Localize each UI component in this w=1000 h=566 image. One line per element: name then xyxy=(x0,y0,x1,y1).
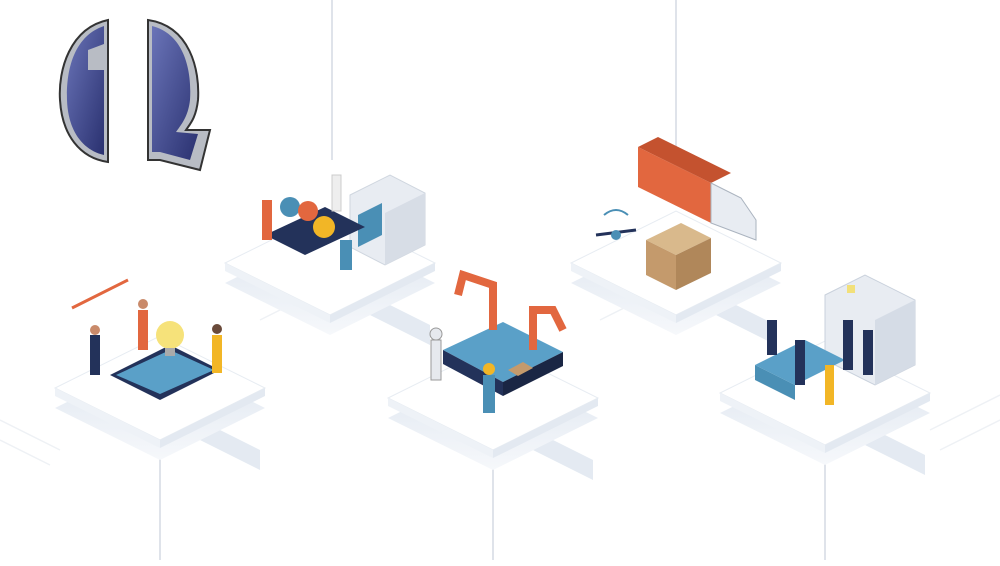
gear-icon xyxy=(313,216,335,238)
gear-icon xyxy=(280,197,300,217)
scene-design-engineering xyxy=(224,174,436,346)
drone-icon xyxy=(595,228,637,240)
robot-arm xyxy=(454,269,497,330)
iq-logo xyxy=(58,18,212,172)
scene-logistics-delivery xyxy=(570,137,782,346)
scene-idea-innovation xyxy=(54,278,266,471)
lightbulb-icon xyxy=(156,321,184,349)
wifi-icon xyxy=(603,209,629,216)
scene-retail-sales xyxy=(719,274,931,476)
robot-arm xyxy=(529,306,567,350)
gear-icon xyxy=(298,201,318,221)
scene-robotic-manufacturing xyxy=(387,269,599,481)
connector-lines xyxy=(159,0,826,560)
faint-circuit-lines xyxy=(0,259,1000,466)
